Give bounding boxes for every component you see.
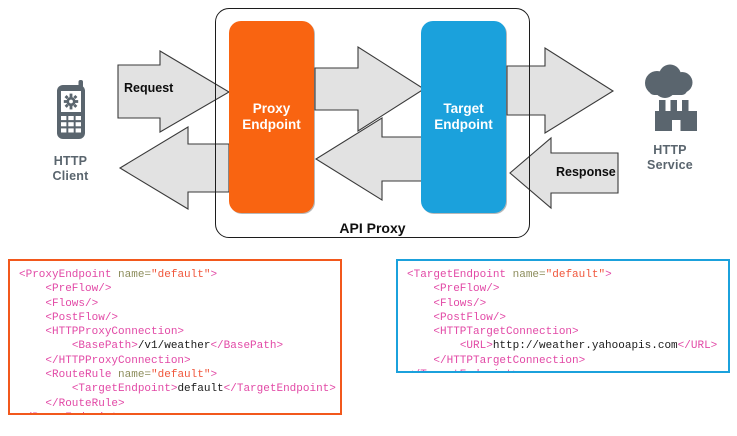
code-token-tag: <TargetEndpoint> [71, 383, 178, 396]
code-token-tag: > [605, 269, 612, 281]
response-arrow-label: Response [556, 165, 616, 179]
code-token-txt [19, 383, 72, 395]
code-token-txt: default [177, 383, 224, 396]
code-token-tag: <RouteRule [45, 369, 119, 382]
code-token-txt: /v1/weather [137, 340, 211, 353]
code-token-tag: > [210, 369, 218, 382]
code-token-txt: http://weather.yahooapis.com [492, 340, 678, 353]
code-token-tag: > [210, 269, 218, 281]
code-token-tag: <PostFlow/> [433, 311, 507, 324]
proxy-endpoint-label: Proxy Endpoint [242, 101, 300, 133]
code-token-attr: name= [118, 269, 152, 281]
http-client-label: HTTP Client [53, 154, 89, 184]
code-token-tag: </HTTPTargetConnection> [433, 354, 586, 367]
code-token-tag: <Flows/> [433, 297, 487, 310]
proxy-endpoint-label-line1: Proxy [252, 101, 291, 116]
http-client-label-line2: Client [52, 169, 89, 183]
code-token-tag: <TargetEndpoint [407, 269, 513, 281]
http-client-label-line1: HTTP [53, 154, 88, 168]
code-token-tag: <HTTPProxyConnection> [45, 326, 185, 339]
target-to-proxy-arrow [314, 117, 425, 201]
target-to-service-arrow [506, 47, 615, 134]
proxy-endpoint-code-block: <ProxyEndpoint name="default"> <PreFlow/… [8, 259, 342, 415]
response-arrow [509, 136, 619, 210]
code-token-tag: <PostFlow/> [45, 311, 119, 324]
code-token-txt [19, 398, 45, 410]
code-token-txt [19, 312, 45, 324]
code-token-txt [407, 283, 433, 295]
proxy-endpoint-box[interactable]: Proxy Endpoint [229, 21, 314, 213]
code-token-tag: </BasePath> [210, 340, 284, 353]
code-token-txt [19, 369, 45, 381]
code-token-txt [19, 326, 45, 338]
code-token-tag: </HTTPProxyConnection> [45, 354, 191, 367]
code-token-val: "default" [545, 269, 606, 281]
proxy-to-client-arrow [118, 126, 230, 210]
code-token-tag: </ProxyEndpoint> [19, 412, 125, 413]
request-arrow [117, 50, 231, 133]
mobile-phone-gear-icon [50, 80, 92, 147]
code-token-txt [407, 340, 460, 352]
code-token-val: "default" [151, 369, 211, 382]
target-endpoint-code-block: <TargetEndpoint name="default"> <PreFlow… [396, 259, 730, 373]
code-token-tag: </RouteRule> [45, 397, 125, 410]
code-token-val: "default" [151, 269, 211, 281]
code-token-txt [407, 355, 433, 367]
request-arrow-label: Request [124, 81, 174, 95]
code-token-attr: name= [512, 269, 546, 281]
code-token-txt [407, 312, 433, 324]
http-service-node: HTTP Service [624, 62, 716, 173]
code-token-tag: <BasePath> [71, 340, 138, 353]
proxy-endpoint-label-line2: Endpoint [242, 117, 301, 132]
api-proxy-container [215, 8, 530, 238]
code-token-txt [19, 340, 72, 352]
api-proxy-title: API Proxy [339, 220, 406, 236]
code-token-tag: <URL> [459, 340, 493, 353]
code-token-txt [19, 283, 45, 295]
code-token-tag: <PreFlow/> [45, 283, 112, 296]
code-token-tag: </URL> [677, 340, 718, 353]
code-token-tag: <ProxyEndpoint [19, 269, 119, 281]
proxy-to-target-arrow [314, 45, 426, 133]
code-token-tag: <PreFlow/> [433, 283, 500, 296]
target-endpoint-box[interactable]: Target Endpoint [421, 21, 506, 213]
code-token-tag: </TargetEndpoint> [407, 369, 519, 371]
cloud-factory-icon [637, 62, 703, 139]
target-endpoint-label-line2: Endpoint [434, 117, 493, 132]
http-service-label-line1: HTTP [653, 143, 687, 157]
code-token-txt [19, 355, 45, 367]
code-token-attr: name= [118, 369, 152, 382]
http-service-label-line2: Service [647, 158, 693, 172]
code-token-txt [407, 326, 433, 338]
code-token-tag: </TargetEndpoint> [223, 383, 336, 396]
code-token-txt [407, 298, 433, 310]
target-endpoint-label-line1: Target [443, 101, 484, 116]
http-client-node: HTTP Client [28, 80, 113, 184]
code-token-tag: <Flows/> [45, 297, 99, 310]
code-token-tag: <HTTPTargetConnection> [433, 326, 579, 339]
code-token-txt [19, 298, 45, 310]
http-service-label: HTTP Service [647, 143, 693, 173]
target-endpoint-label: Target Endpoint [434, 101, 492, 133]
